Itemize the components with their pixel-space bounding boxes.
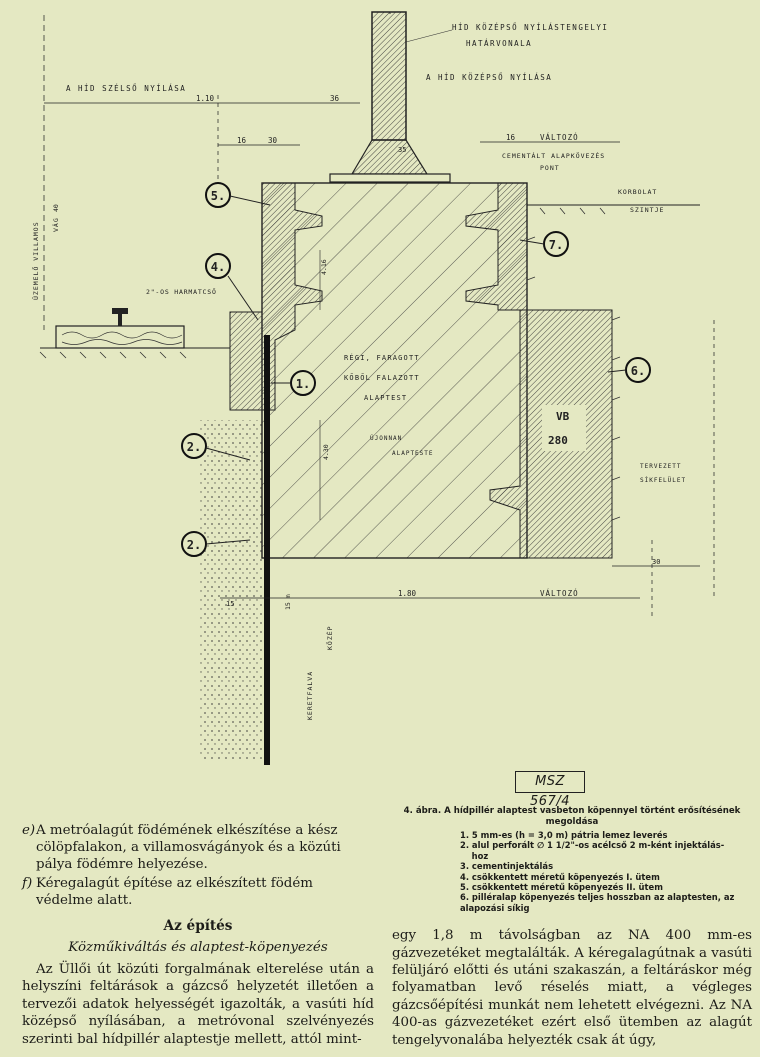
label-vb-2: 280 [548, 434, 568, 447]
label-ujonnan-2: ALAPTESTE [392, 450, 434, 457]
label-cementalt: CEMENTÁLT ALAPKÖVEZÉS [502, 151, 605, 160]
injection-zone [200, 420, 262, 760]
label-korbolat: KORBOLAT [618, 188, 657, 196]
body-paragraph-right: egy 1,8 m távolságban az NA 400 mm-es gá… [392, 928, 752, 1048]
label-valtozo-bottom: VÁLTOZÓ [540, 589, 579, 598]
svg-text:7.: 7. [549, 238, 563, 252]
dim-16a: 16 [237, 136, 247, 145]
standard-stamp: MSZ 567/4 [515, 771, 585, 809]
label-middle-opening: A HÍD KÖZÉPSŐ NYÍLÁSA [426, 73, 552, 82]
figure-caption: 4. ábra. A hídpillér alaptest vasbeton k… [403, 806, 741, 827]
legend-item: 4. csökkentett méretű köpenyezés I. ütem [460, 871, 660, 882]
label-kozep: KÖZÉP [325, 625, 334, 650]
list-text: A metróalagút födémének elkészítése a ké… [36, 823, 341, 873]
label-vb-1: VB [556, 410, 570, 423]
dim-30-bottom: 30 [652, 558, 660, 566]
label-szintje: SZINTJE [630, 206, 664, 214]
list-item: e)A metróalagút födémének elkészítése a … [22, 822, 374, 874]
dim-15m: 15 m [284, 594, 292, 610]
bridge-column [371, 11, 407, 141]
dim-36: 36 [330, 94, 340, 103]
sheet-pile [264, 335, 270, 765]
dim-15: 15 [226, 600, 234, 608]
label-regi-3: ALAPTEST [364, 394, 407, 402]
list-text: Kéregalagút építése az elkészített födém… [36, 875, 313, 908]
label-tervezett-2: SÍKFELÜLET [640, 476, 686, 484]
dim-416: 4.16 [320, 259, 328, 275]
vb-label-bg [542, 405, 586, 451]
legend-item: 3. cementinjektálás [460, 861, 554, 872]
dim-40: 40 [52, 204, 60, 212]
svg-text:2.: 2. [187, 440, 201, 454]
svg-text:6.: 6. [631, 364, 645, 378]
column-base [350, 139, 429, 175]
rail-profile [112, 308, 128, 326]
dim-16b: 16 [506, 133, 516, 142]
label-tervezett-1: TERVEZETT [640, 463, 682, 470]
dim-430: 4.30 [322, 444, 330, 460]
label-vertical-1: ÜZEMELŐ VILLAMOS [31, 221, 40, 300]
dim-110: 1.10 [196, 94, 215, 103]
label-vertical-2: VÁG [51, 217, 60, 232]
svg-text:5.: 5. [211, 189, 225, 203]
list-marker: e) [22, 823, 36, 838]
label-left-opening: A HÍD SZÉLSŐ NYÍLÁSA [66, 84, 186, 93]
dim-35: 35 [398, 146, 406, 154]
callout-1: 1. [271, 370, 316, 396]
legend-item: 5. csökkentett méretű köpenyezés II. üte… [460, 882, 663, 893]
body-paragraph: Az Üllői út közúti forgalmának elterelés… [22, 962, 374, 1047]
callout-4: 4. [205, 253, 259, 321]
subsection-title: Közműkiváltás és alaptest-köpenyezés [68, 940, 328, 956]
callout-2b: 2. [181, 531, 251, 557]
list-item: f)Kéregalagút építése az elkészített föd… [22, 875, 374, 909]
label-top-center-1: HÍD KÖZÉPSŐ NYÍLÁSTENGELYI [452, 23, 608, 32]
label-regi-2: KŐBŐL FALAZOTT [344, 373, 420, 382]
label-top-center-2: HATÁRVONALA [466, 39, 532, 48]
callout-5: 5. [205, 182, 271, 208]
dim-180: 1.80 [398, 589, 417, 598]
column-plate [329, 173, 451, 183]
left-jacket [229, 182, 323, 411]
svg-text:1.: 1. [296, 377, 310, 391]
legend-item: 6. pilléralap köpenyezés teljes hosszban… [460, 892, 735, 913]
legend-item: 2. alul perforált ∅ 1 1/2"-os acélcső 2 … [460, 840, 725, 861]
callout-6: 6. [607, 357, 651, 383]
svg-text:2.: 2. [187, 538, 201, 552]
step-list: e)A metróalagút födémének elkészítése a … [22, 822, 374, 909]
figure-legend: 1. 5 mm-es (h = 3,0 m) pátria lemez leve… [460, 830, 752, 913]
list-marker: f) [22, 875, 33, 891]
label-keretfalva: KERETFALVA [306, 671, 314, 720]
label-harmatcso: 2"-OS HARMATCSŐ [146, 287, 217, 296]
callout-7: 7. [519, 231, 569, 257]
dim-30: 30 [268, 136, 278, 145]
left-column: e)A metróalagút födémének elkészítése a … [22, 822, 374, 1048]
legend-item: 1. 5 mm-es (h = 3,0 m) pátria lemez leve… [460, 830, 668, 840]
right-column: 4. ábra. A hídpillér alaptest vasbeton k… [392, 806, 752, 1049]
label-ujonnan-1: ÚJONNAN [370, 435, 402, 442]
label-valtozo-top: VÁLTOZÓ [540, 133, 579, 142]
technical-drawing: 5. 4. 7. 6. 1. 2. 2. HÍD KÖZÉPSŐ NYÍLÁST… [31, 11, 715, 765]
section-title: Az építés [163, 918, 233, 935]
label-regi-1: RÉGI, FARAGOTT [344, 353, 420, 362]
callout-2a: 2. [181, 433, 251, 461]
svg-text:4.: 4. [211, 260, 225, 274]
label-pont: PONT [540, 164, 560, 172]
